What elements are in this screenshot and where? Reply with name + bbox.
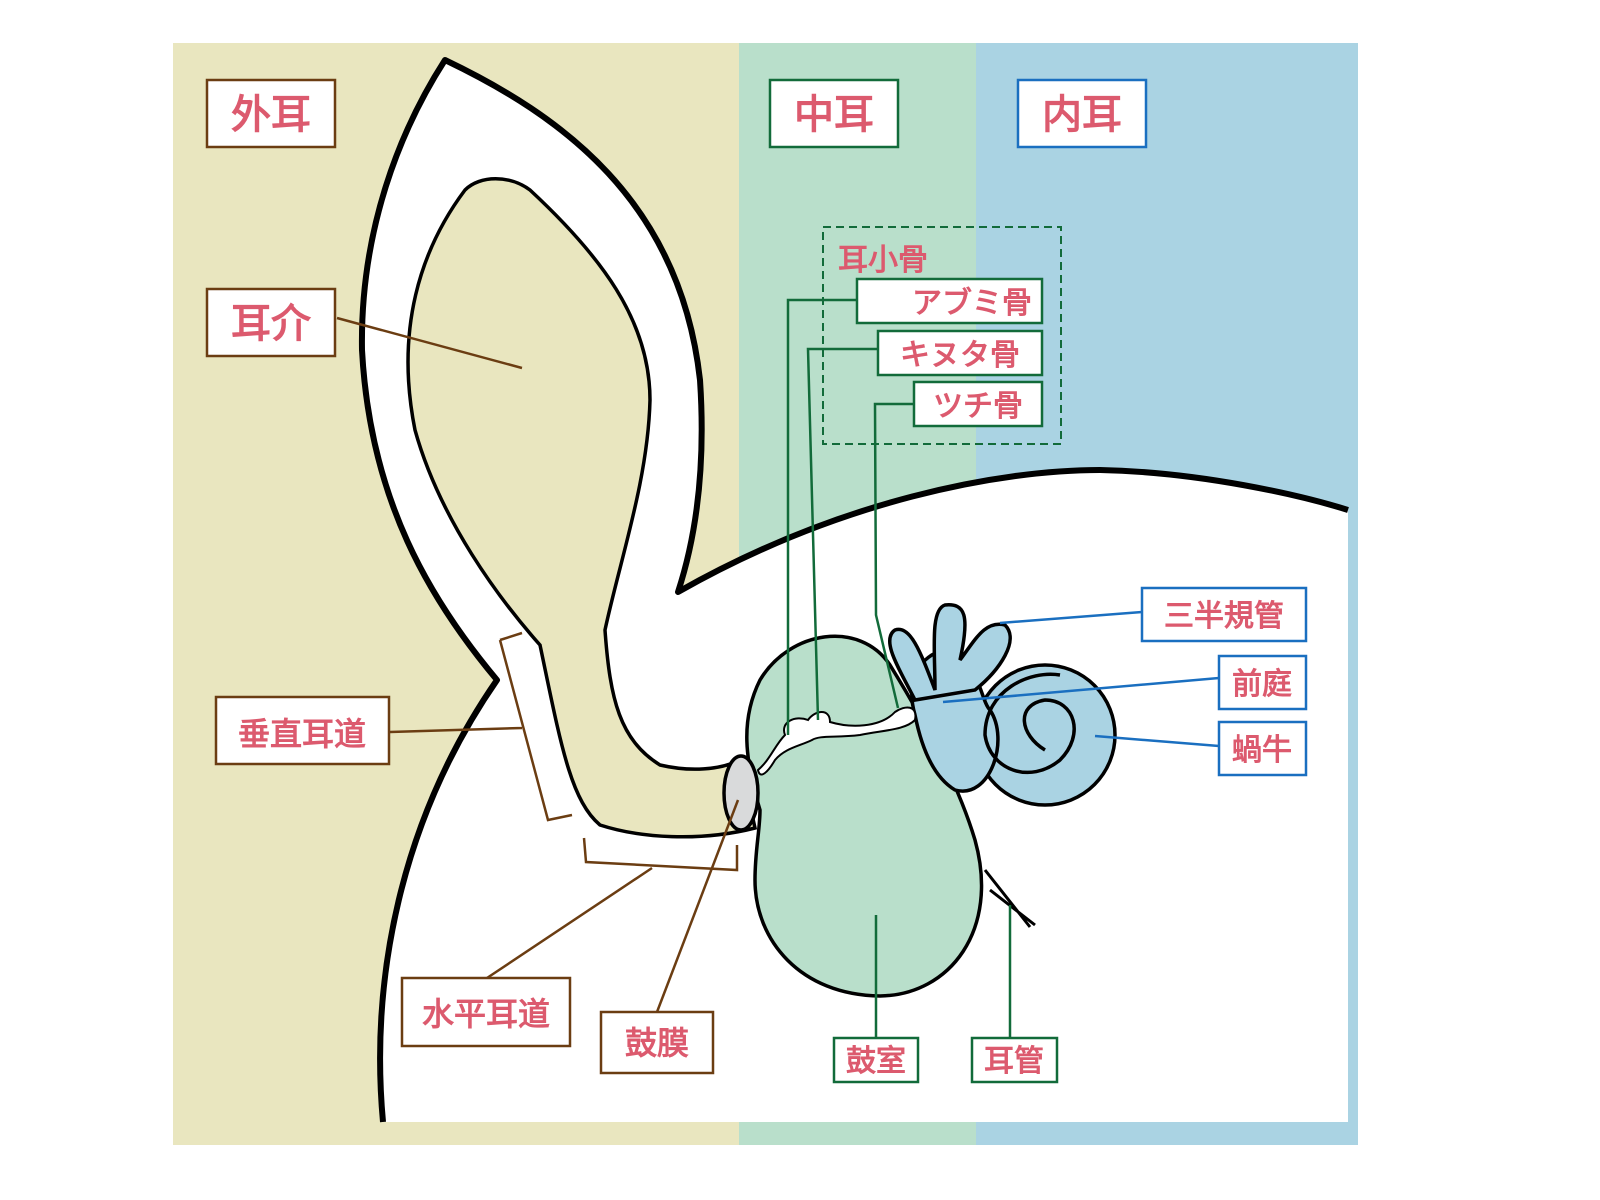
ossicle-chain — [756, 706, 917, 776]
inner-ear-organs — [888, 603, 1117, 807]
vertical-canal-leader — [389, 631, 573, 822]
cochlea-label: 蝸牛 — [1232, 733, 1292, 768]
tympanic-cavity-label: 鼓室 — [846, 1044, 906, 1079]
malleus-leader — [873, 402, 914, 709]
malleus-label: ツチ骨 — [933, 389, 1023, 424]
horizontal-canal-leader — [486, 837, 739, 980]
incus-label: キヌタ骨 — [900, 338, 1020, 373]
eardrum-label: 鼓膜 — [625, 1024, 689, 1062]
ossicles-group — [822, 226, 1062, 445]
auricle-and-canal — [406, 177, 758, 839]
head-outline — [358, 57, 1349, 1123]
auricle-label: 耳介 — [231, 301, 312, 347]
stapes-label: アブミ骨 — [912, 286, 1032, 321]
eardrum-leader — [655, 799, 740, 1013]
middle-ear-heading: 中耳 — [794, 92, 874, 138]
stapes-leader — [786, 298, 857, 735]
vestibule-leader — [942, 676, 1220, 704]
inner-ear-heading: 内耳 — [1042, 92, 1122, 138]
vertical-canal-label: 垂直耳道 — [238, 715, 366, 753]
eustachian-tube-label: 耳管 — [984, 1044, 1044, 1079]
auricle-leader — [336, 316, 523, 370]
semicircular-canals — [888, 603, 1012, 702]
eustachian-tube — [983, 869, 1036, 928]
horizontal-canal-label: 水平耳道 — [422, 995, 550, 1033]
outer-ear-heading: 外耳 — [231, 92, 311, 138]
cochlea-leader — [1094, 734, 1220, 748]
vestibule-label: 前庭 — [1232, 667, 1292, 702]
eardrum — [722, 754, 760, 832]
ossicles-label: 耳小骨 — [838, 243, 928, 278]
semicircular-canals-leader — [999, 610, 1143, 625]
incus-leader — [806, 347, 878, 721]
semicircular-canals-label: 三半規管 — [1164, 599, 1284, 634]
